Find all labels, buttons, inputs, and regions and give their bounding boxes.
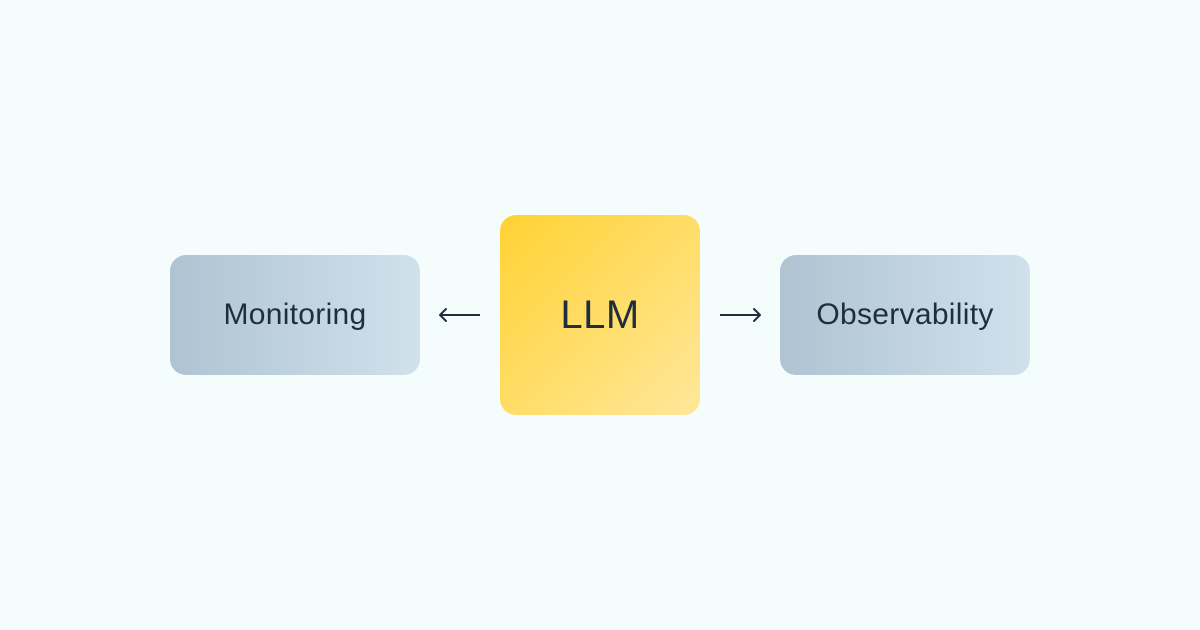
observability-node-label: Observability xyxy=(816,298,994,331)
arrow-left-icon xyxy=(439,308,480,322)
monitoring-node-label: Monitoring xyxy=(223,298,367,331)
observability-node: Observability xyxy=(780,255,1030,375)
monitoring-node: Monitoring xyxy=(170,255,420,375)
llm-node-label: LLM xyxy=(560,292,640,337)
llm-node: LLM xyxy=(500,215,700,415)
arrow-right-icon xyxy=(720,308,761,322)
